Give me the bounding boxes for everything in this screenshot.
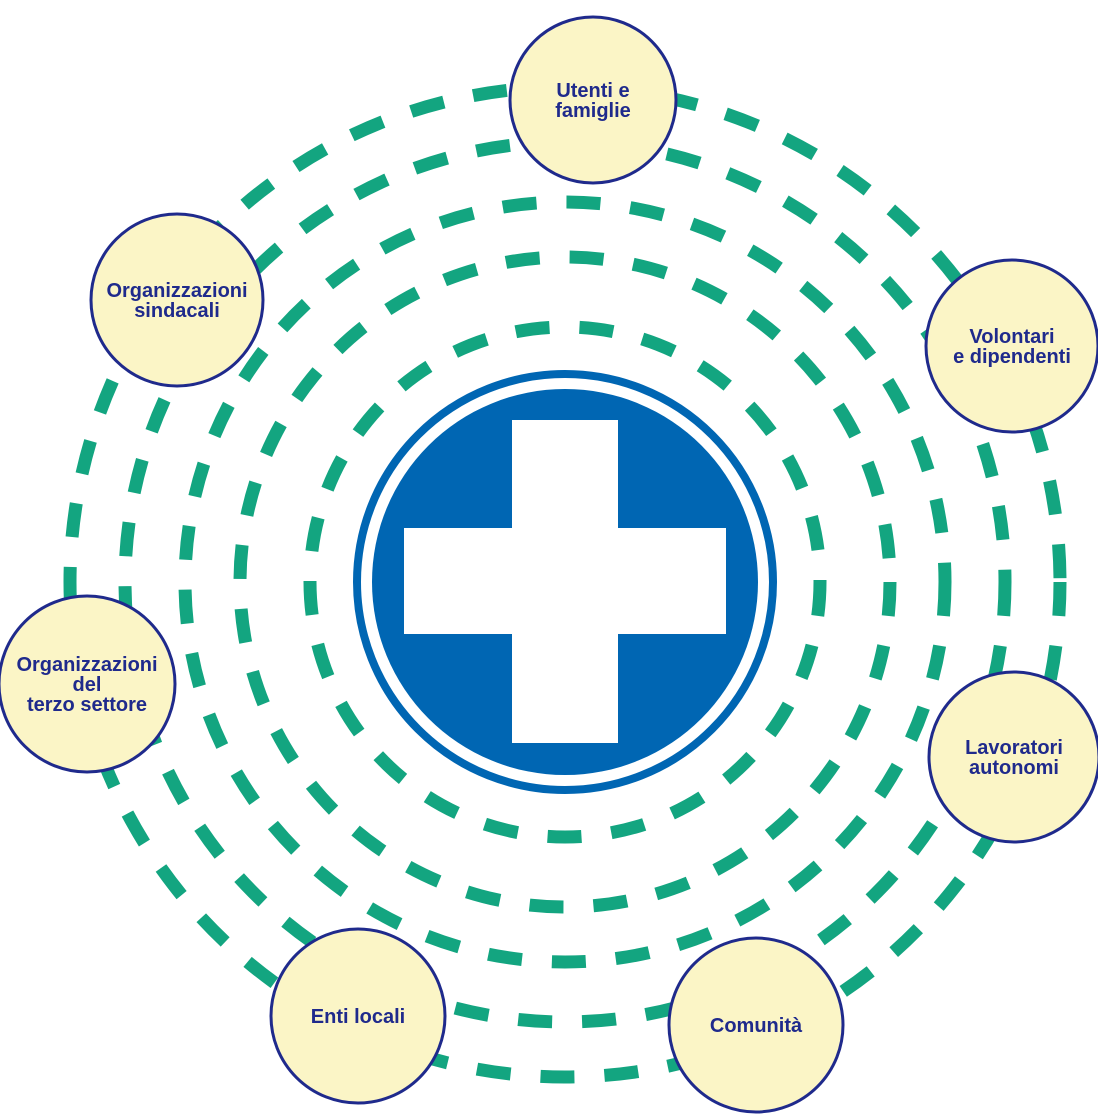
stakeholder-label: del bbox=[73, 674, 102, 696]
dashed-ring bbox=[178, 195, 952, 969]
stakeholder-circle bbox=[667, 936, 845, 1114]
emblem-outer-ring bbox=[353, 370, 777, 794]
stakeholder-label: Volontari bbox=[969, 326, 1054, 348]
cross-horizontal-bar bbox=[404, 528, 726, 634]
stakeholder-circle bbox=[0, 594, 177, 774]
stakeholder-label: Enti locali bbox=[311, 1006, 405, 1028]
stakeholder-circle bbox=[269, 927, 447, 1105]
dashed-ring bbox=[303, 320, 827, 844]
stakeholder-label: e dipendenti bbox=[953, 346, 1071, 368]
stakeholder-label: autonomi bbox=[969, 757, 1059, 779]
stakeholder-label: Organizzazioni bbox=[16, 654, 157, 676]
stakeholder-circle bbox=[508, 15, 678, 185]
medical-cross-icon bbox=[353, 370, 777, 794]
stakeholder-circle bbox=[927, 670, 1098, 844]
stakeholder-label: famiglie bbox=[555, 100, 631, 122]
stakeholder-circle bbox=[924, 258, 1098, 434]
stakeholder-label: Lavoratori bbox=[965, 737, 1063, 759]
stakeholder-node-comunita: Comunità bbox=[667, 936, 845, 1114]
stakeholder-label: sindacali bbox=[134, 300, 220, 322]
stakeholder-circle bbox=[89, 212, 265, 388]
stakeholder-label: Organizzazioni bbox=[106, 280, 247, 302]
stakeholder-label: Utenti e bbox=[556, 80, 629, 102]
dashed-ring bbox=[233, 250, 897, 914]
stakeholder-label: Comunità bbox=[710, 1015, 803, 1037]
stakeholder-label: terzo settore bbox=[27, 694, 147, 716]
stakeholder-node-enti: Enti locali bbox=[269, 927, 447, 1105]
